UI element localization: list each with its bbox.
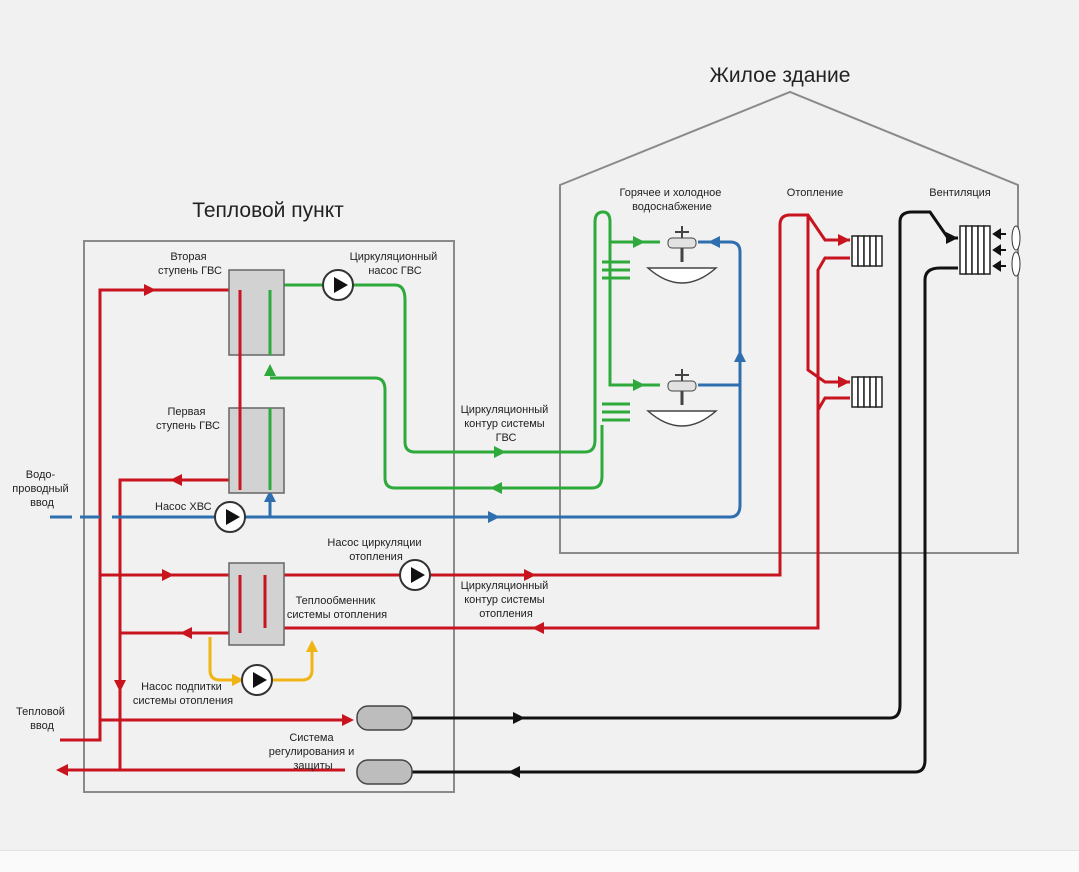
label-heating-circ-pump: Насос циркуляции отопления (327, 537, 424, 563)
arrow-hw-1 (494, 446, 506, 458)
arrow-heat-out (56, 764, 68, 776)
arrow-heat-down (114, 680, 126, 692)
arrow-rad-2 (838, 376, 850, 388)
arrow-ctrl-1 (513, 712, 525, 724)
cold-water-lines (50, 240, 742, 519)
bottom-strip (0, 850, 1079, 872)
label-water-supply: Горячее и холодное водоснабжение (620, 187, 725, 213)
arrow-makeup-1 (232, 674, 244, 686)
control-unit-1 (356, 705, 413, 731)
arrow-heat-out-1 (170, 474, 182, 486)
cold-water-pump (214, 501, 246, 533)
arrow-heat-supply (524, 569, 536, 581)
arrow-makeup-2 (306, 640, 318, 652)
sink-upper (646, 226, 718, 284)
arrow-heat-return (532, 622, 544, 634)
heat-arrows (56, 234, 850, 776)
substation-title: Тепловой пункт (192, 199, 344, 222)
arrow-hw-up (264, 364, 276, 376)
arrow-heat-in (144, 284, 156, 296)
building-title: Жилое здание (710, 64, 851, 87)
arrow-heat-ctrl-1 (342, 714, 354, 726)
hot-water-lines (268, 210, 660, 490)
control-lines (412, 210, 958, 774)
ventilation-unit (959, 225, 1021, 277)
radiator-upper (851, 235, 883, 267)
arrow-hw-tap-1 (633, 236, 645, 248)
control-unit-2 (356, 759, 413, 785)
arrow-ctrl-2 (508, 766, 520, 778)
arrow-heat-2 (162, 569, 174, 581)
dhw-stage2-exchanger (228, 269, 285, 356)
label-heating-circuit: Циркуляционный контур системы отопления (461, 580, 552, 620)
label-heat-inlet: Тепловой ввод (16, 706, 68, 732)
makeup-lines (208, 637, 314, 682)
sink-lower (646, 369, 718, 427)
label-dhw-circuit: Циркуляционный контур системы ГВС (461, 404, 552, 444)
arrow-cw-2 (734, 350, 746, 362)
heating-exchanger (228, 562, 285, 646)
heating-circulation-pump (399, 559, 431, 591)
label-heating: Отопление (787, 187, 843, 199)
label-heating-hex: Теплообменник системы отопления (287, 595, 387, 621)
label-water-inlet: Водо- проводный ввод (12, 469, 71, 509)
hot-water-arrows (264, 236, 645, 494)
label-dhw-circ-pump: Циркуляционный насос ГВС (350, 251, 441, 277)
dhw-circulation-pump (322, 269, 354, 301)
makeup-pump (241, 664, 273, 696)
label-control-system: Система регулирования и защиты (269, 732, 358, 772)
label-cold-pump: Насос ХВС (155, 501, 212, 513)
arrow-vent (946, 232, 958, 244)
arrow-rad-1 (838, 234, 850, 246)
label-makeup-pump: Насос подпитки системы отопления (133, 681, 233, 707)
arrow-cw-1 (488, 511, 500, 523)
arrow-heat-3 (180, 627, 192, 639)
radiator-lower (851, 376, 883, 408)
dhw-stage1-exchanger (228, 407, 285, 494)
arrow-hw-2 (490, 482, 502, 494)
label-ventilation: Вентиляция (929, 187, 991, 199)
building-outline (559, 90, 1019, 554)
label-dhw-stage1: Первая ступень ГВС (156, 406, 220, 432)
arrow-hw-tap-2 (633, 379, 645, 391)
label-dhw-stage2: Вторая ступень ГВС (158, 251, 222, 277)
arrow-cw-tap-1 (708, 236, 720, 248)
